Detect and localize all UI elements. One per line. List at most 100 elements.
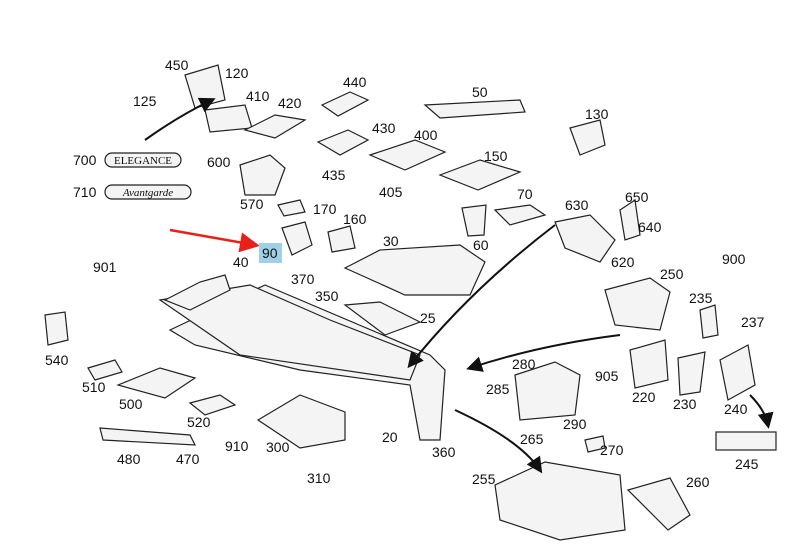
callout-labels: 450 120 125 410 420 440 50 130 430 400 150 700 600 43… [45, 57, 765, 490]
callout-label-270[interactable]: 270 [600, 442, 624, 458]
callout-label-900[interactable]: 900 [722, 251, 746, 267]
callout-label-170[interactable]: 170 [313, 201, 337, 217]
callout-label-280[interactable]: 280 [512, 356, 536, 372]
callout-label-905[interactable]: 905 [595, 368, 619, 384]
part-170 [277, 199, 306, 217]
callout-label-150[interactable]: 150 [484, 148, 508, 164]
part-540 [44, 311, 69, 346]
callout-label-650[interactable]: 650 [625, 189, 649, 205]
part-520 [188, 394, 237, 416]
callout-label-400[interactable]: 400 [414, 127, 438, 143]
callout-label-90[interactable]: 90 [262, 245, 278, 261]
callout-label-510[interactable]: 510 [82, 379, 106, 395]
callout-label-630[interactable]: 630 [565, 197, 589, 213]
callout-label-290[interactable]: 290 [563, 416, 587, 432]
callout-label-710[interactable]: 710 [73, 184, 97, 200]
callout-label-40[interactable]: 40 [233, 254, 249, 270]
part-430 [316, 129, 370, 156]
callout-label-235[interactable]: 235 [689, 290, 713, 306]
callout-label-265[interactable]: 265 [520, 431, 544, 447]
callout-label-70[interactable]: 70 [517, 186, 533, 202]
part-255 [494, 461, 626, 541]
callout-label-25[interactable]: 25 [420, 310, 436, 326]
callout-label-50[interactable]: 50 [472, 84, 488, 100]
callout-label-260[interactable]: 260 [686, 474, 710, 490]
callout-label-245[interactable]: 245 [735, 456, 759, 472]
callout-label-620[interactable]: 620 [611, 254, 635, 270]
part-420 [243, 114, 307, 139]
callout-label-440[interactable]: 440 [343, 74, 367, 90]
callout-label-600[interactable]: 600 [207, 154, 231, 170]
part-armrest [343, 244, 486, 296]
callout-label-430[interactable]: 430 [372, 120, 396, 136]
part-270 [584, 435, 606, 453]
callout-label-700[interactable]: 700 [73, 152, 97, 168]
part-410 [204, 104, 253, 133]
callout-label-470[interactable]: 470 [176, 451, 200, 467]
avantgarde-badge-text: Avantgarde [122, 187, 173, 199]
part-120 [184, 64, 226, 109]
callout-label-405[interactable]: 405 [379, 184, 403, 200]
part-250 [604, 277, 671, 331]
callout-label-220[interactable]: 220 [632, 389, 656, 405]
part-260 [626, 477, 691, 531]
part-240 [719, 344, 756, 401]
callout-label-20[interactable]: 20 [382, 429, 398, 445]
callout-label-160[interactable]: 160 [343, 211, 367, 227]
callout-label-910[interactable]: 910 [225, 438, 249, 454]
callout-label-500[interactable]: 500 [119, 396, 143, 412]
red-pointer-arrow [169, 228, 260, 253]
part-470 [99, 427, 196, 446]
part-230 [677, 351, 706, 396]
callout-label-410[interactable]: 410 [246, 88, 270, 104]
part-570 [239, 154, 286, 196]
part-40 [163, 274, 231, 311]
part-400 [368, 139, 447, 171]
callout-label-230[interactable]: 230 [673, 396, 697, 412]
part-220 [629, 339, 669, 389]
part-70 [493, 204, 547, 226]
callout-label-901[interactable]: 901 [93, 259, 117, 275]
part-280 [514, 361, 581, 421]
part-630 [554, 214, 616, 263]
callout-label-125[interactable]: 125 [133, 93, 157, 109]
callout-label-120[interactable]: 120 [225, 65, 249, 81]
callout-label-250[interactable]: 250 [660, 266, 684, 282]
callout-label-640[interactable]: 640 [638, 219, 662, 235]
part-mat [343, 301, 422, 336]
callout-label-255[interactable]: 255 [472, 471, 496, 487]
callout-label-240[interactable]: 240 [724, 401, 748, 417]
part-300 [256, 394, 346, 449]
callout-label-480[interactable]: 480 [117, 451, 141, 467]
part-245-warning-label [715, 431, 777, 451]
callout-label-130[interactable]: 130 [585, 106, 609, 122]
elegance-badge-text: ELEGANCE [114, 155, 172, 167]
callout-label-570[interactable]: 570 [240, 196, 264, 212]
callout-label-450[interactable]: 450 [165, 57, 189, 73]
callout-label-310[interactable]: 310 [307, 470, 331, 486]
part-90 [281, 221, 313, 256]
leader-arrows [144, 97, 774, 474]
part-50 [423, 99, 526, 119]
callout-label-520[interactable]: 520 [187, 414, 211, 430]
callout-label-60[interactable]: 60 [473, 237, 489, 253]
part-235 [699, 304, 719, 339]
parts-drawing: ELEGANCE Avantgarde [44, 64, 777, 541]
callout-label-30[interactable]: 30 [383, 233, 399, 249]
part-500 [116, 367, 197, 399]
part-150 [438, 159, 522, 191]
part-130 [569, 119, 606, 156]
callout-label-435[interactable]: 435 [322, 167, 346, 183]
callout-label-350[interactable]: 350 [315, 288, 339, 304]
callout-label-370[interactable]: 370 [291, 271, 315, 287]
callout-label-237[interactable]: 237 [741, 314, 765, 330]
callout-label-360[interactable]: 360 [432, 444, 456, 460]
callout-highlight [259, 243, 282, 263]
callout-label-300[interactable]: 300 [266, 439, 290, 455]
callout-label-285[interactable]: 285 [486, 381, 510, 397]
callout-label-420[interactable]: 420 [278, 95, 302, 111]
callout-label-540[interactable]: 540 [45, 352, 69, 368]
part-510 [87, 359, 123, 381]
